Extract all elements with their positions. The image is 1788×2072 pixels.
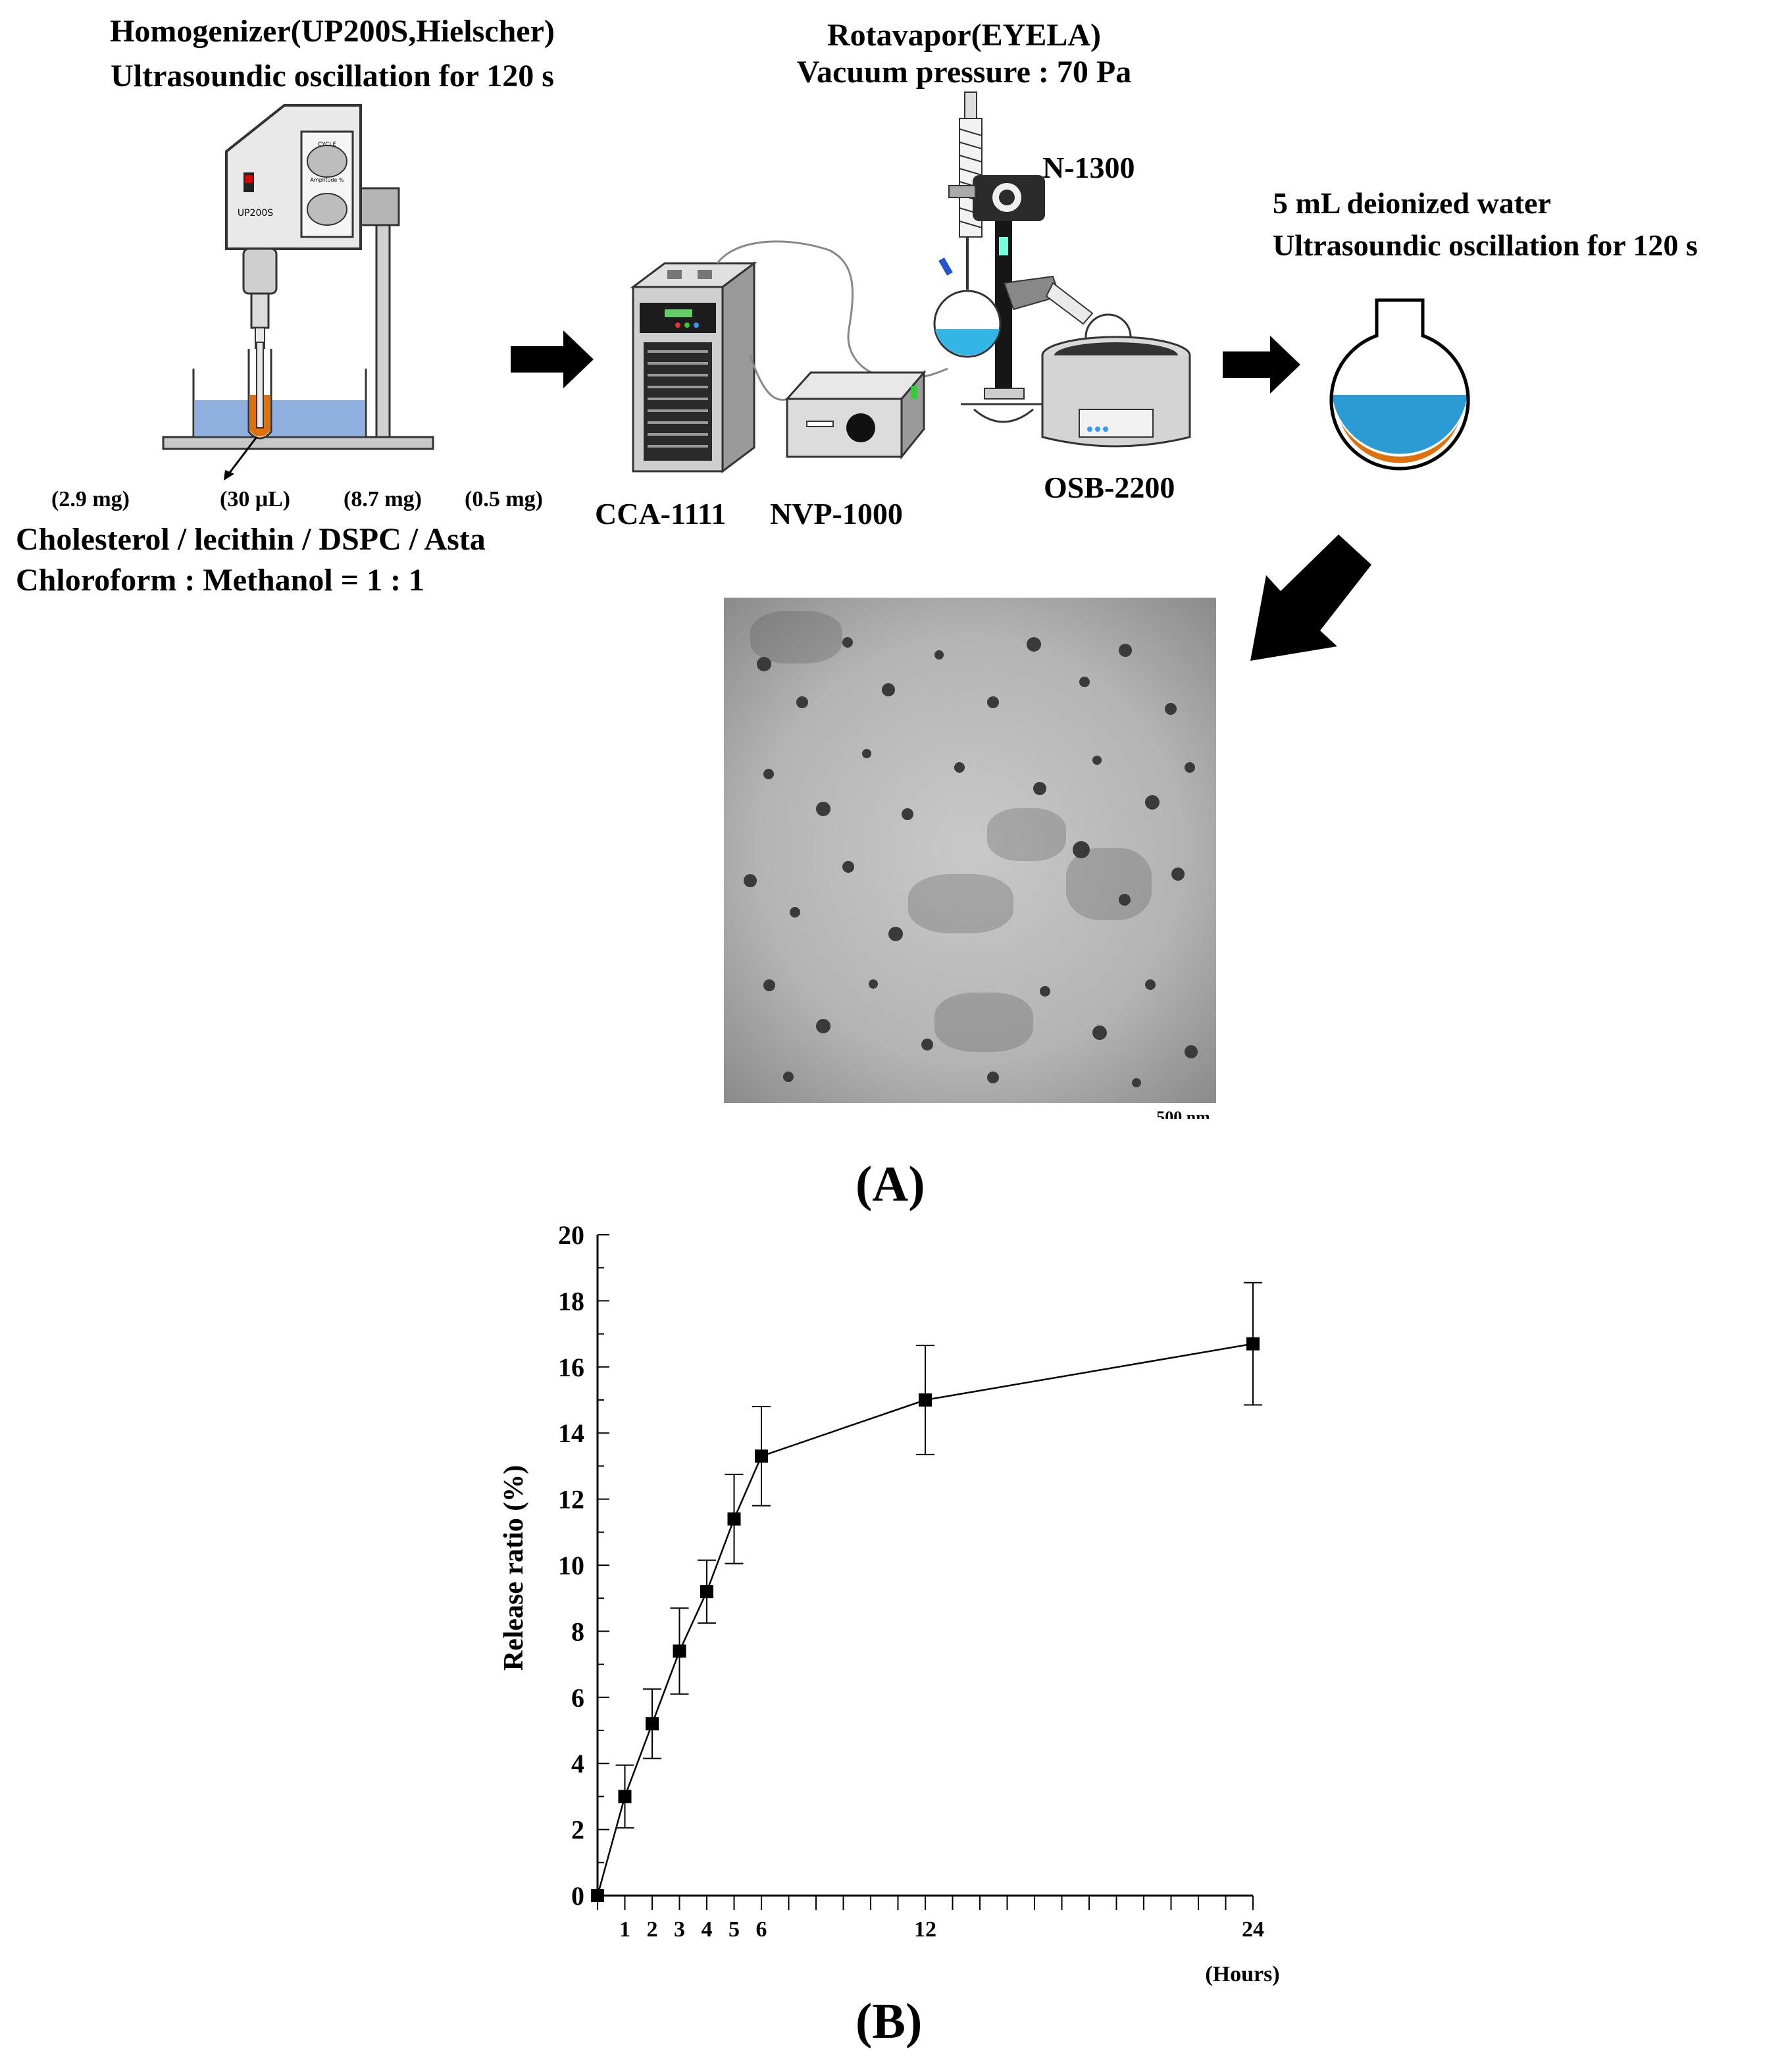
x-tick-label: 5 — [728, 1917, 740, 1942]
y-tick-label: 4 — [571, 1749, 584, 1778]
data-point-marker — [919, 1393, 932, 1407]
x-tick-label: 1 — [619, 1917, 630, 1942]
homogenizer-subtitle: Ultrasoundic oscillation for 120 s — [111, 59, 554, 93]
x-axis-label: (Hours) — [1205, 1962, 1279, 1986]
schematic-illustrations: CYCLE Amplitude % UP200S — [162, 91, 1470, 1119]
osb2200-label: OSB-2200 — [1044, 471, 1175, 504]
amount-dspc: (8.7 mg) — [344, 487, 422, 511]
y-tick-label: 16 — [558, 1353, 584, 1382]
data-point-marker — [755, 1449, 768, 1463]
panel-b-label: (B) — [856, 1994, 923, 2049]
y-tick-label: 20 — [558, 1220, 584, 1250]
process-arrow-3 — [1250, 534, 1371, 661]
y-tick-label: 8 — [571, 1617, 584, 1646]
data-point-marker — [618, 1790, 632, 1803]
chiller-illustration — [630, 261, 757, 473]
components-line: Cholesterol / lecithin / DSPC / Asta — [16, 522, 486, 557]
scale-bar-label: 500 nm — [1156, 1108, 1210, 1119]
x-tick-label: 24 — [1242, 1917, 1264, 1942]
x-tick-label: 3 — [674, 1917, 685, 1942]
y-tick-label: 12 — [558, 1485, 584, 1515]
final-step-line2: Ultrasoundic oscillation for 120 s — [1273, 228, 1698, 262]
data-point-marker — [646, 1717, 659, 1730]
water-bath-illustration — [1041, 336, 1191, 448]
nvp1000-label: NVP-1000 — [770, 497, 903, 531]
n1300-label: N-1300 — [1042, 151, 1135, 184]
x-tick-label: 12 — [914, 1917, 936, 1942]
y-tick-label: 18 — [558, 1286, 584, 1316]
data-point-marker — [1246, 1337, 1260, 1351]
data-point-marker — [673, 1644, 686, 1658]
y-tick-label: 0 — [571, 1881, 584, 1911]
cca1111-label: CCA-1111 — [595, 497, 727, 531]
x-tick-label: 2 — [647, 1917, 658, 1942]
data-point-marker — [591, 1889, 604, 1902]
x-tick-label: 6 — [756, 1917, 767, 1942]
rotavapor-title: Rotavapor(EYELA) — [827, 18, 1101, 53]
solvent-line: Chloroform : Methanol = 1 : 1 — [16, 563, 425, 598]
final-step-line1: 5 mL deionized water — [1273, 186, 1551, 220]
tem-micrograph — [724, 598, 1216, 1103]
final-flask-illustration — [1329, 298, 1470, 471]
release-curve — [596, 1343, 1254, 1896]
y-tick-label: 2 — [571, 1815, 584, 1845]
y-tick-label: 14 — [558, 1418, 584, 1448]
device-cycle-text: CYCLE — [318, 142, 336, 148]
amount-asta: (0.5 mg) — [465, 487, 543, 511]
rotavapor-subtitle: Vacuum pressure : 70 Pa — [796, 55, 1132, 90]
y-tick-label: 6 — [571, 1683, 584, 1713]
homogenizer-title: Homogenizer(UP200S,Hielscher) — [110, 14, 555, 49]
data-point-marker — [727, 1512, 741, 1526]
homogenizer-illustration: CYCLE Amplitude % UP200S — [162, 104, 434, 480]
y-tick-label: 10 — [558, 1551, 584, 1580]
process-arrow-1 — [511, 330, 594, 388]
device-amplitude-text: Amplitude % — [310, 177, 344, 183]
data-point-marker — [700, 1585, 713, 1599]
x-tick-label: 4 — [702, 1917, 713, 1942]
y-axis-label: Release ratio (%) — [499, 1465, 529, 1671]
process-arrow-2 — [1223, 336, 1300, 394]
amount-lecithin: (30 μL) — [220, 487, 291, 511]
amount-cholesterol: (2.9 mg) — [51, 487, 130, 511]
rotavapor-illustration — [933, 91, 1132, 423]
vacuum-pump-illustration — [784, 369, 927, 460]
device-model-text: UP200S — [238, 208, 273, 219]
panel-a-label: (A) — [856, 1156, 925, 1212]
